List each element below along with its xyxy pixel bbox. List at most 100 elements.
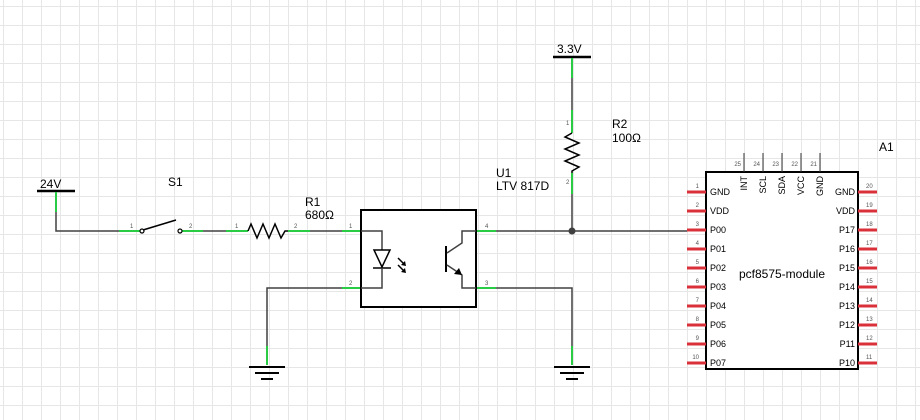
a1-pin-number: 17 xyxy=(866,241,873,247)
a1-pin-label: P16 xyxy=(839,244,855,254)
wire-24v-switch xyxy=(55,212,119,232)
a1-pin-label: P00 xyxy=(710,225,726,235)
a1-pin-number: 25 xyxy=(734,162,741,168)
switch-s1[interactable]: S1 1 2 xyxy=(119,175,203,234)
a1-pin-number: 24 xyxy=(753,162,760,168)
a1-pin-label: P07 xyxy=(710,358,726,368)
r1-value: 680Ω xyxy=(305,208,334,222)
a1-pin-number: 14 xyxy=(866,298,873,304)
a1-pin-label: SCL xyxy=(758,176,768,194)
a1-pin-number: 21 xyxy=(810,162,817,168)
a1-pin-number: 10 xyxy=(692,355,699,361)
switch-pin1: 1 xyxy=(130,224,134,230)
a1-name: pcf8575-module xyxy=(739,267,825,281)
a1-pin-number: 7 xyxy=(696,298,700,304)
a1-pin-label: P03 xyxy=(710,282,726,292)
resistor-r1[interactable]: R1 680Ω 1 2 xyxy=(226,195,334,240)
a1-pin-number: 20 xyxy=(866,184,873,190)
supply-24v[interactable]: 24V xyxy=(37,177,75,212)
a1-pin-number: 4 xyxy=(696,241,700,247)
u1-part: LTV 817D xyxy=(496,179,549,193)
a1-pin-label: P01 xyxy=(710,244,726,254)
supply-3v3-label: 3.3V xyxy=(557,42,582,56)
a1-pin-number: 8 xyxy=(696,317,700,323)
wire-u1-gnd-left xyxy=(266,287,342,346)
a1-pin-number: 1 xyxy=(696,184,700,190)
a1-pin-label: P17 xyxy=(839,225,855,235)
a1-pin-label: VDD xyxy=(836,206,856,216)
a1-pin-number: 18 xyxy=(866,222,873,228)
a1-pin-number: 5 xyxy=(696,260,700,266)
r1-pin1: 1 xyxy=(235,224,239,230)
a1-pin-number: 12 xyxy=(866,336,873,342)
switch-ref: S1 xyxy=(168,175,183,189)
a1-pin-label: P12 xyxy=(839,320,855,330)
a1-pin-number: 3 xyxy=(696,222,700,228)
wires xyxy=(55,194,687,346)
a1-pin-number: 15 xyxy=(866,279,873,285)
a1-pin-label: GND xyxy=(835,187,856,197)
u1-pin3: 3 xyxy=(485,281,489,287)
r1-ref: R1 xyxy=(305,195,321,209)
supply-24v-label: 24V xyxy=(40,177,61,191)
a1-ref: A1 xyxy=(879,140,894,154)
resistor-r2[interactable]: R2 100Ω 1 2 xyxy=(563,110,641,194)
junction-node xyxy=(568,227,576,235)
u1-pin4: 4 xyxy=(485,224,489,230)
a1-pin-number: 13 xyxy=(866,317,873,323)
supply-3v3[interactable]: 3.3V xyxy=(553,42,591,110)
a1-pin-label: P04 xyxy=(710,301,726,311)
r2-pin2: 2 xyxy=(566,180,570,186)
a1-pin-number: 19 xyxy=(866,203,873,209)
a1-pin-label: GND xyxy=(710,187,731,197)
a1-pin-label: GND xyxy=(815,176,825,197)
optocoupler-u1[interactable]: U1 LTV 817D 1 2 3 4 xyxy=(342,166,549,308)
u1-pin2: 2 xyxy=(349,281,353,287)
switch-pin2: 2 xyxy=(189,224,193,230)
a1-pin-label: P06 xyxy=(710,339,726,349)
a1-pin-label: P10 xyxy=(839,358,855,368)
r2-value: 100Ω xyxy=(612,131,641,145)
a1-pin-label: INT xyxy=(739,176,749,191)
a1-pin-number: 23 xyxy=(772,162,779,168)
ground-symbol-left[interactable] xyxy=(249,346,285,380)
r1-pin2: 2 xyxy=(294,224,298,230)
u1-ref: U1 xyxy=(496,166,512,180)
a1-pin-label: P02 xyxy=(710,263,726,273)
ground-symbol-right[interactable] xyxy=(554,346,590,380)
a1-pin-label: VCC xyxy=(796,176,806,196)
led-symbol xyxy=(372,249,392,269)
a1-pin-label: P05 xyxy=(710,320,726,330)
a1-pin-label: P15 xyxy=(839,263,855,273)
r2-ref: R2 xyxy=(612,117,628,131)
a1-pin-label: SDA xyxy=(777,176,787,195)
